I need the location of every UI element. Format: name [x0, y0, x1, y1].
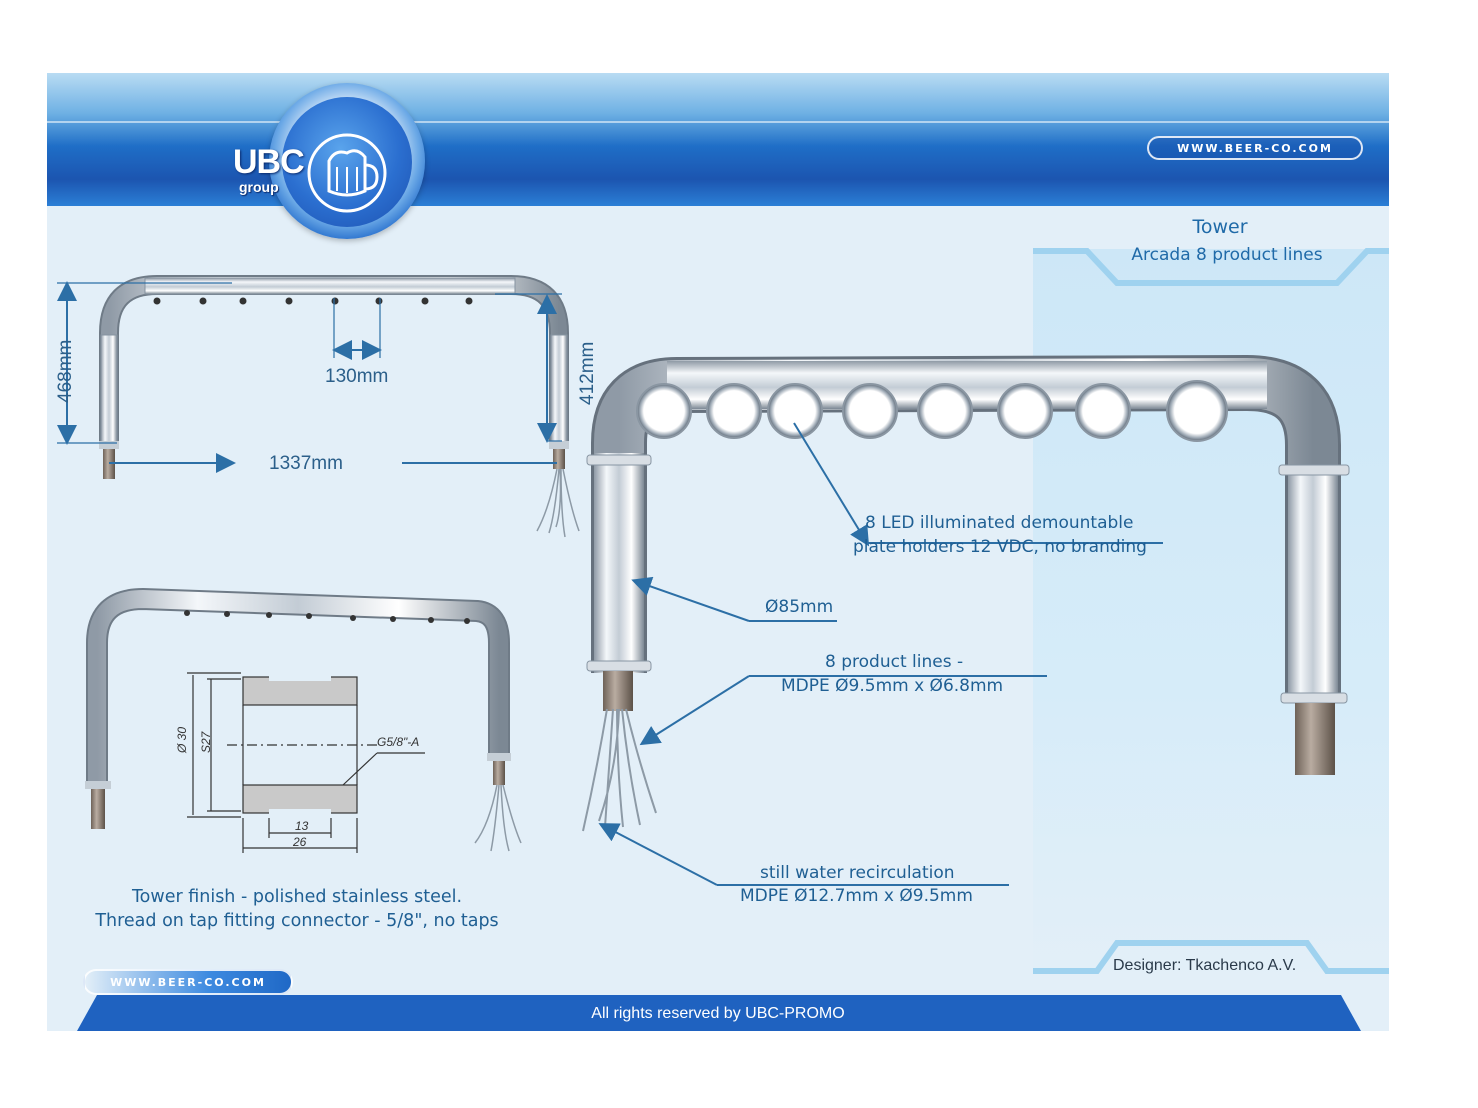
- header-strip: [47, 121, 1389, 123]
- fitting-len26-label: 26: [293, 835, 307, 849]
- callout-water-line2: MDPE Ø12.7mm x Ø9.5mm: [740, 886, 973, 906]
- logo-text: UBC: [233, 143, 305, 181]
- tower-main-render: [582, 354, 1350, 832]
- finish-note: Tower finish - polished stainless steel.…: [77, 885, 517, 933]
- header-url[interactable]: WWW.BEER-CO.COM: [1147, 136, 1363, 160]
- led-plate-holders: [636, 380, 1228, 442]
- fitting-section-drawing: [187, 672, 425, 853]
- spec-sheet: WWW.BEER-CO.COM: [47, 73, 1389, 1031]
- fitting-diameter-label: Ø 30: [175, 726, 189, 753]
- beer-mug-icon: [307, 133, 387, 213]
- tower-perspective-view: [85, 587, 522, 852]
- callout-led-line1: 8 LED illuminated demountable: [865, 513, 1134, 533]
- dimension-lines: [57, 281, 562, 473]
- tower-front-view: [99, 275, 580, 538]
- footer-url[interactable]: WWW.BEER-CO.COM: [83, 969, 293, 995]
- callout-lines-line2: MDPE Ø9.5mm x Ø6.8mm: [781, 676, 1004, 696]
- logo-subtext: group: [239, 179, 279, 195]
- callout-lines-line1: 8 product lines -: [825, 652, 964, 672]
- callout-water-line1: still water recirculation: [760, 863, 955, 883]
- dim-height-inner: 412mm: [577, 341, 598, 405]
- callout-led-line2: plate holders 12 VDC, no branding: [853, 537, 1147, 557]
- product-subtitle: Arcada 8 product lines: [1131, 245, 1323, 265]
- product-title: Tower: [1192, 216, 1248, 238]
- callout-diameter: Ø85mm: [765, 597, 834, 617]
- dim-width: 1337mm: [269, 453, 343, 474]
- callout-leaders: [598, 422, 1163, 886]
- fitting-len13-label: 13: [295, 819, 309, 833]
- designer-credit: Designer: Tkachenco A.V.: [1113, 957, 1297, 974]
- copyright-text: All rights reserved by UBC-PROMO: [591, 1005, 845, 1022]
- fitting-thread-label: G5/8"-A: [377, 735, 420, 749]
- diagram-canvas: [57, 133, 1389, 1031]
- fitting-s27-label: S27: [199, 731, 213, 753]
- logo-badge: [282, 97, 412, 227]
- finish-note-line2: Thread on tap fitting connector - 5/8", …: [95, 911, 499, 931]
- dim-spacing: 130mm: [325, 366, 389, 387]
- finish-note-line1: Tower finish - polished stainless steel.: [131, 887, 463, 907]
- panel-bevels: [1033, 248, 1389, 974]
- header-banner: [47, 73, 1389, 206]
- footer-band: [77, 995, 1361, 1031]
- dim-height-total: 468mm: [55, 339, 76, 403]
